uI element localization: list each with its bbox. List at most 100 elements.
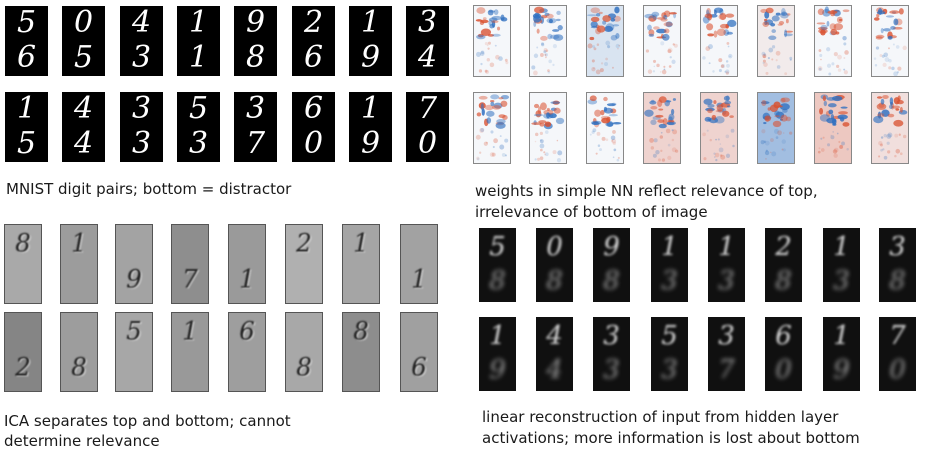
svg-text:6: 6 bbox=[241, 317, 257, 346]
svg-text:6: 6 bbox=[411, 352, 427, 381]
svg-text:8: 8 bbox=[353, 316, 369, 345]
svg-text:8: 8 bbox=[355, 317, 371, 346]
svg-text:2: 2 bbox=[297, 229, 314, 258]
mnist-caption: MNIST digit pairs; bottom = distractor bbox=[6, 180, 292, 198]
mnist-top-digit: 7 bbox=[417, 91, 438, 126]
svg-text:9: 9 bbox=[128, 265, 144, 294]
weight-map-tile bbox=[473, 5, 511, 77]
reconstructed-top-digit: 6 bbox=[775, 321, 792, 351]
weight-map-tile bbox=[700, 5, 738, 77]
mnist-bottom-digit: 0 bbox=[303, 126, 324, 161]
reconstructed-bottom-digit: 3 bbox=[603, 355, 620, 385]
svg-text:1: 1 bbox=[73, 229, 89, 258]
weight-map-tile bbox=[529, 5, 567, 77]
mnist-bottom-digit: 4 bbox=[417, 40, 438, 75]
mnist-bottom-digit: 6 bbox=[16, 40, 37, 75]
weight-map-image bbox=[474, 6, 510, 76]
mnist-bottom-digit: 0 bbox=[417, 126, 438, 161]
mnist-bottom-digit: 5 bbox=[73, 40, 94, 75]
mnist-top-digit: 4 bbox=[73, 91, 94, 126]
svg-text:2: 2 bbox=[14, 352, 31, 381]
mnist-top-digit: 4 bbox=[131, 5, 152, 40]
mnist-bottom-digit: 3 bbox=[188, 126, 209, 161]
weight-map-tile bbox=[871, 5, 909, 77]
reconstructed-top-digit: 3 bbox=[718, 321, 735, 351]
reconstructed-bottom-digit: 3 bbox=[833, 266, 850, 296]
weight-map-image bbox=[530, 93, 566, 163]
weight-map-tile bbox=[757, 5, 795, 77]
ica-component-image: 88 bbox=[71, 352, 88, 382]
ica-component-image: 22 bbox=[14, 352, 32, 382]
weights-caption-line-1: weights in simple NN reflect relevance o… bbox=[475, 182, 818, 200]
svg-text:8: 8 bbox=[17, 229, 33, 258]
mnist-bottom-digit: 8 bbox=[245, 40, 266, 75]
svg-text:1: 1 bbox=[353, 228, 369, 257]
svg-text:8: 8 bbox=[15, 228, 31, 257]
reconstructed-top-digit: 1 bbox=[833, 232, 850, 262]
mnist-top-digit: 5 bbox=[188, 91, 209, 126]
weight-map-tile bbox=[473, 92, 511, 164]
svg-text:2: 2 bbox=[295, 228, 312, 257]
reconstructed-bottom-digit: 8 bbox=[775, 266, 792, 296]
reconstructed-bottom-digit: 7 bbox=[718, 355, 735, 385]
mnist-bottom-digit: 3 bbox=[131, 40, 152, 75]
weight-map-image bbox=[644, 93, 680, 163]
reconstructed-top-digit: 2 bbox=[775, 232, 792, 262]
weight-map-tile bbox=[814, 5, 852, 77]
weight-map-image bbox=[872, 6, 908, 76]
weight-map-image bbox=[872, 93, 908, 163]
mnist-top-digit: 1 bbox=[360, 91, 381, 126]
reconstructed-top-digit: 1 bbox=[833, 321, 850, 351]
mnist-bottom-digit: 4 bbox=[73, 126, 94, 161]
weight-map-image bbox=[587, 6, 623, 76]
svg-text:8: 8 bbox=[296, 352, 312, 381]
weight-map-tile bbox=[871, 92, 909, 164]
reconstructed-top-digit: 7 bbox=[889, 321, 906, 351]
mnist-bottom-digit: 3 bbox=[131, 126, 152, 161]
weight-map-image bbox=[815, 6, 851, 76]
svg-text:1: 1 bbox=[184, 317, 200, 346]
ica-caption-line-1: ICA separates top and bottom; cannot bbox=[4, 412, 291, 430]
svg-text:1: 1 bbox=[239, 264, 255, 293]
ica-component-image: 11 bbox=[182, 316, 200, 346]
reconstruction-caption-line-1: linear reconstruction of input from hidd… bbox=[482, 408, 839, 426]
mnist-bottom-digit: 9 bbox=[360, 40, 381, 75]
svg-text:8: 8 bbox=[71, 352, 87, 381]
svg-text:6: 6 bbox=[413, 353, 429, 382]
weight-map-image bbox=[758, 93, 794, 163]
ica-component-image: 88 bbox=[15, 228, 33, 258]
svg-text:1: 1 bbox=[355, 229, 371, 258]
